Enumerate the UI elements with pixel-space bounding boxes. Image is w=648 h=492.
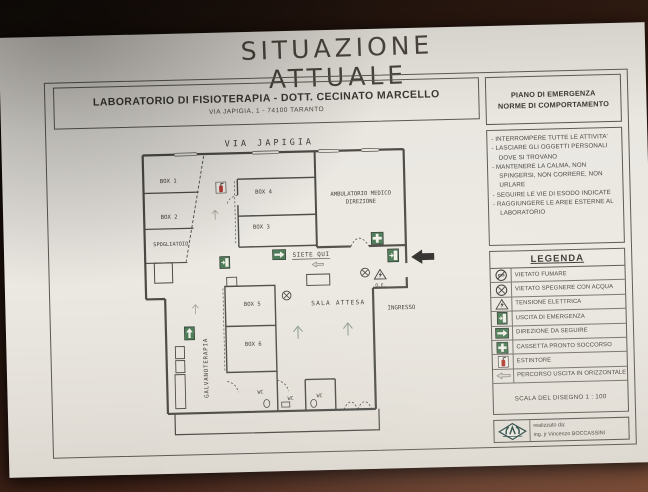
- emergency-title-line2: NORME DI COMPORTAMENTO: [497, 99, 610, 111]
- wc-rooms: WC WC WC: [227, 371, 373, 412]
- document-subtitle: VIA JAPIGIA, 1 - 74100 TARANTO: [208, 106, 325, 116]
- rules-box: INTERROMPERE TUTTE LE ATTIVITA' LASCIARE…: [486, 126, 625, 247]
- extinguisher-icon: [492, 354, 514, 369]
- room-label-box3: BOX 3: [253, 224, 270, 230]
- header-box: LABORATORIO DI FISIOTERAPIA - DOTT. CECI…: [52, 77, 480, 130]
- route-up-arrow-icon: [343, 322, 353, 336]
- credits-text: realizzato da: ing. jr Vincenzo BOCCASSI…: [533, 422, 606, 438]
- horizontal-route-icon: [492, 369, 515, 384]
- room-label-ambulatorio-2: DIREZIONE: [346, 199, 377, 206]
- ambulatorio-room: AMBULATORIO MEDICO DIREZIONE: [313, 151, 406, 249]
- horizontal-route-icon: [311, 261, 324, 268]
- route-up-arrow-icon: [192, 209, 219, 315]
- right-column: PIANO DI EMERGENZA NORME DI COMPORTAMENT…: [484, 70, 630, 447]
- no-water-extinguish-icon: [281, 290, 292, 301]
- room-label-box4: BOX 4: [255, 189, 273, 195]
- emergency-exit-icon: [491, 311, 513, 326]
- no-smoking-icon: [490, 268, 512, 283]
- room-label-galvanoterapia: GALVANOTERAPIA: [203, 338, 210, 398]
- emergency-exit-icon: [219, 256, 231, 269]
- rule-item: RAGGIUNGERE LE AREE ESTERNE AL LABORATOR…: [493, 197, 620, 219]
- rule-item: MANTENERE LA CALMA, NON SPINGERSI, NON C…: [492, 160, 620, 191]
- room-label-wc: WC: [257, 390, 263, 396]
- room-label-box2: BOX 2: [161, 215, 178, 221]
- electric-hazard-icon: [491, 297, 513, 312]
- emergency-exit-icon: [387, 248, 400, 263]
- electric-hazard-icon: [373, 268, 387, 280]
- room-label-ambulatorio-1: AMBULATORIO MEDICO: [330, 190, 391, 197]
- left-wing-rooms: BOX 1 BOX 2 SPOGLIATOIO: [143, 155, 205, 284]
- outer-walls: [141, 147, 409, 436]
- direction-arrow-icon: [271, 249, 287, 261]
- direction-arrow-icon: [491, 326, 514, 340]
- document-title: LABORATORIO DI FISIOTERAPIA - DOTT. CECI…: [92, 88, 440, 109]
- waiting-room: SALA ATTESA: [293, 299, 365, 339]
- room-label-box5: BOX 5: [244, 302, 261, 308]
- paper-sheet: SITUAZIONE ATTUALE LABORATORIO DI FISIOT…: [0, 22, 648, 478]
- emergency-title-box: PIANO DI EMERGENZA NORME DI COMPORTAMENT…: [484, 73, 622, 126]
- street-label: VIA JAPIGIA: [225, 137, 315, 149]
- first-aid-icon: [492, 340, 514, 355]
- room-label-sala-attesa: SALA ATTESA: [311, 299, 365, 307]
- you-are-here-label: SIETE QUI: [293, 251, 330, 259]
- floor-plan-svg: VIA JAPIGIA BOX 1 BOX 2 SPOGLIATOIO: [141, 137, 435, 436]
- room-label-spogliatoio: SPOGLIATOIO: [153, 241, 188, 248]
- entrance-area: Q.E. INGRESSO: [360, 248, 435, 312]
- credits-box: realizzato da: ing. jr Vincenzo BOCCASSI…: [493, 416, 630, 443]
- emergency-title-line1: PIANO DI EMERGENZA: [510, 88, 596, 100]
- box5-box6-rooms: BOX 5 BOX 6: [222, 276, 292, 374]
- box4-box3-rooms: BOX 4 BOX 3: [215, 176, 317, 248]
- drawing-frame: LABORATORIO DI FISIOTERAPIA - DOTT. CECI…: [43, 68, 637, 459]
- room-label-box6: BOX 6: [245, 342, 262, 348]
- scale-note: SCALA DEL DISEGNO 1 : 100: [514, 392, 607, 403]
- electric-panel-label: Q.E.: [375, 283, 386, 289]
- galvanoterapia-area: GALVANOTERAPIA: [174, 209, 219, 410]
- studio-logo-icon: [494, 420, 531, 442]
- exit-direction-arrow-icon: [411, 249, 435, 264]
- legend-box: LEGENDA VIETATO FUMARE VIETATO SPEGNERE …: [489, 247, 630, 415]
- room-label-box1: BOX 1: [160, 179, 177, 185]
- extinguisher-icon: [215, 181, 227, 194]
- room-label-ingresso: INGRESSO: [387, 305, 416, 312]
- corridor-markers: SIETE QUI: [219, 249, 331, 287]
- no-water-extinguish-icon: [360, 267, 371, 278]
- first-aid-icon: [370, 231, 384, 245]
- no-water-extinguish-icon: [490, 282, 513, 297]
- direction-arrow-icon: [183, 326, 196, 341]
- room-label-wc: WC: [316, 393, 322, 399]
- route-up-arrow-icon: [293, 325, 303, 339]
- room-label-wc: WC: [288, 396, 294, 402]
